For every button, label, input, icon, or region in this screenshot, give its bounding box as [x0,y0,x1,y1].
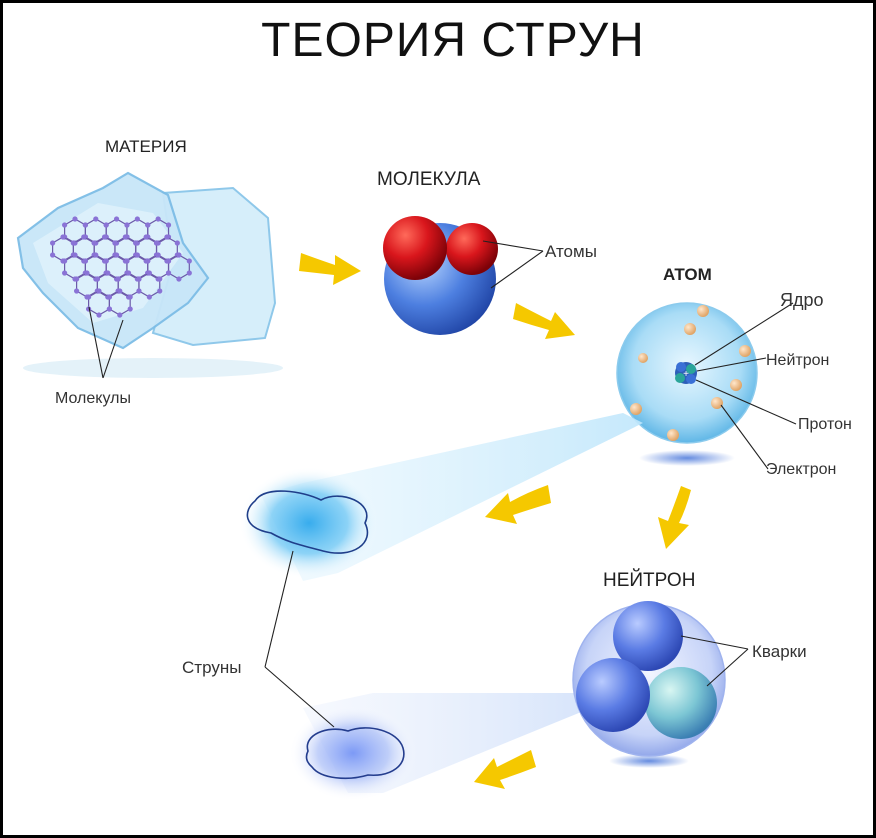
lattice-atom [145,258,151,264]
label-neutron-particle: Нейтрон [766,352,829,369]
lattice-atom [186,270,192,276]
label-molecules: Молекулы [55,390,131,407]
lattice-atom [125,270,132,276]
lattice-atom [134,216,140,222]
lattice-atom [146,270,152,276]
lattice-atom [134,252,140,258]
lattice-atom [93,252,99,258]
atom-illustration: + [616,302,758,466]
lattice-atom [127,306,133,312]
label-matter: МАТЕРИЯ [105,137,187,156]
molecule-illustration [383,216,498,335]
lattice-atom [157,288,163,294]
lattice-atom [136,276,142,282]
lattice-atom [145,222,151,228]
lattice-atom [62,270,68,276]
svg-text:+: + [683,369,689,380]
lattice-atom [106,306,112,312]
lattice-atom [133,240,139,246]
lattice-atom [157,276,163,282]
lattice-atom [113,252,120,258]
label-electron: Электрон [766,461,836,478]
leader-lines [88,240,797,728]
lattice-atom [164,234,170,240]
lattice-atom [124,222,130,228]
lattice-atom [165,270,172,276]
lattice-atom [136,288,142,294]
lattice-atom [186,258,192,264]
lattice-atom [117,288,123,294]
lattice-atom [94,276,100,282]
lattice-atom [143,234,149,240]
lattice-atom [146,294,152,300]
lattice-atom [153,240,160,246]
molecule-lattice [50,216,192,318]
lattice-atom [103,258,109,264]
lattice-atom [93,216,99,222]
lattice-atom [165,222,172,228]
label-quarks: Кварки [752,642,807,661]
lattice-atom [103,222,109,228]
neutron-illustration [572,601,726,768]
lattice-atom [96,288,102,294]
lattice-atom [74,288,80,294]
lattice-atom [155,216,161,222]
lattice-atom [105,270,111,276]
canvas: ТЕОРИЯ СТРУН [3,3,873,835]
lattice-atom [113,216,120,222]
lattice-atom [74,276,80,282]
lattice-atom [70,240,76,246]
lattice-atom [96,312,102,318]
lattice-atom [176,276,182,282]
arrow-matter-to-molecule [299,253,361,285]
lattice-atom [115,276,121,282]
lattice-atom [91,240,97,246]
label-proton: Протон [798,416,852,433]
page-title: ТЕОРИЯ СТРУН [261,14,645,67]
lattice-atom [86,294,92,300]
lattice-atom [62,222,68,228]
string-lower [289,705,417,801]
lattice-atom [165,258,172,264]
lattice-atom [106,294,112,300]
electron-dots [630,305,751,441]
arrow-atom-to-neutron [658,486,691,549]
lattice-atom [127,294,133,300]
lattice-atom [50,252,56,258]
lattice-atom [112,240,118,246]
lattice-atom [155,252,161,258]
lattice-atom [122,234,128,240]
nucleus: + [675,362,697,384]
string-upper [239,467,379,579]
lattice-atom [81,234,87,240]
lattice-atom [101,234,108,240]
lattice-atom [124,258,130,264]
arrow-neutron-to-string [474,750,536,789]
arrow-molecule-to-atom [513,303,575,339]
lattice-atom [50,240,56,246]
lattice-atom [60,234,66,240]
lattice-atom [84,270,90,276]
string-theory-diagram: + [16,137,852,801]
lattice-atom [174,240,180,246]
matter-ice-block [16,171,283,378]
label-neutron: НЕЙТРОН [603,569,695,591]
label-nucleus: Ядро [780,290,824,310]
arrow-atom-to-string [485,485,551,524]
lattice-atom [82,258,88,264]
label-strings: Струны [182,658,241,677]
lattice-atom [72,252,78,258]
lattice-atom [62,258,68,264]
lattice-atom [72,216,78,222]
label-atom: АТОМ [663,265,712,284]
lattice-atom [176,252,182,258]
lattice-atom [117,312,123,318]
label-molecule: МОЛЕКУЛА [377,169,481,190]
label-atoms: Атомы [545,242,597,261]
lattice-atom [82,222,88,228]
